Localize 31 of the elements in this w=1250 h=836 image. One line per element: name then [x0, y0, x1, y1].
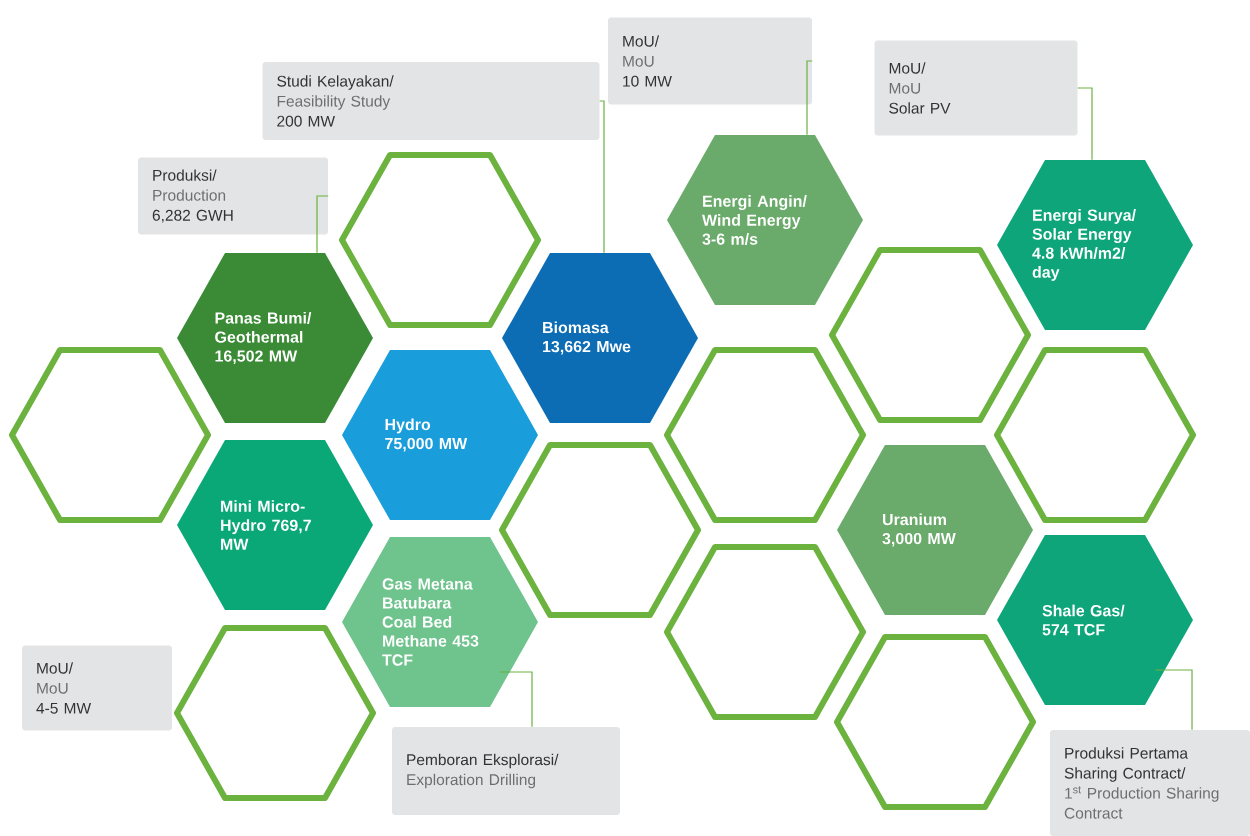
hexagon-tile: Panas Bumi/ Geothermal 16,502 MW — [177, 253, 373, 423]
hexagon-outline — [664, 347, 866, 523]
hexagon-outline — [174, 625, 376, 801]
hexagon-outline — [834, 634, 1036, 810]
hexagon-outline — [9, 347, 211, 523]
hexagon-tile: Hydro 75,000 MW — [342, 350, 538, 520]
leader-line — [316, 195, 329, 254]
hexagon-tile: Energi Surya/ Solar Energy 4.8 kWh/m2/ day — [997, 160, 1193, 330]
hexagon-outline — [499, 442, 701, 618]
callout-box: Studi Kelayakan/ Feasibility Study 200 MW — [262, 62, 600, 140]
hexagon-tile: Energi Angin/ Wind Energy 3-6 m/s — [667, 135, 863, 305]
callout-box: Produksi/ Production 6,282 GWH — [138, 157, 328, 235]
hexagon-outline — [829, 247, 1031, 423]
hexagon-outline — [994, 347, 1196, 523]
hexagon-outline — [339, 152, 541, 328]
callout-box: MoU/ MoU 10 MW — [608, 17, 812, 105]
callout-box: Produksi Pertama Sharing Contract/ 1$^{st}$ Production Sharing Contract — [1050, 730, 1250, 836]
hexagon-tile: Shale Gas/ 574 TCF — [997, 535, 1193, 705]
hexagon-tile: Mini Micro-Hydro 769,7 MW — [177, 440, 373, 610]
hexagon-outline — [664, 544, 866, 720]
leader-line — [599, 100, 605, 254]
callout-box: MoU/ MoU 4-5 MW — [22, 645, 172, 731]
leader-line — [806, 60, 813, 136]
leader-line — [1154, 669, 1193, 731]
hexagon-tile: Uranium 3,000 MW — [837, 445, 1033, 615]
hexagon-tile: Gas Metana Batubara Coal Bed Methane 453 TCF — [342, 537, 538, 707]
callout-box: MoU/ MoU Solar PV — [874, 40, 1078, 136]
callout-box: Pemboran Eksplorasi/ Exploration Drilling — [392, 727, 620, 815]
leader-line — [499, 671, 533, 728]
hexagon-tile: Biomasa 13,662 Mwe — [502, 253, 698, 423]
leader-line — [1077, 87, 1093, 161]
